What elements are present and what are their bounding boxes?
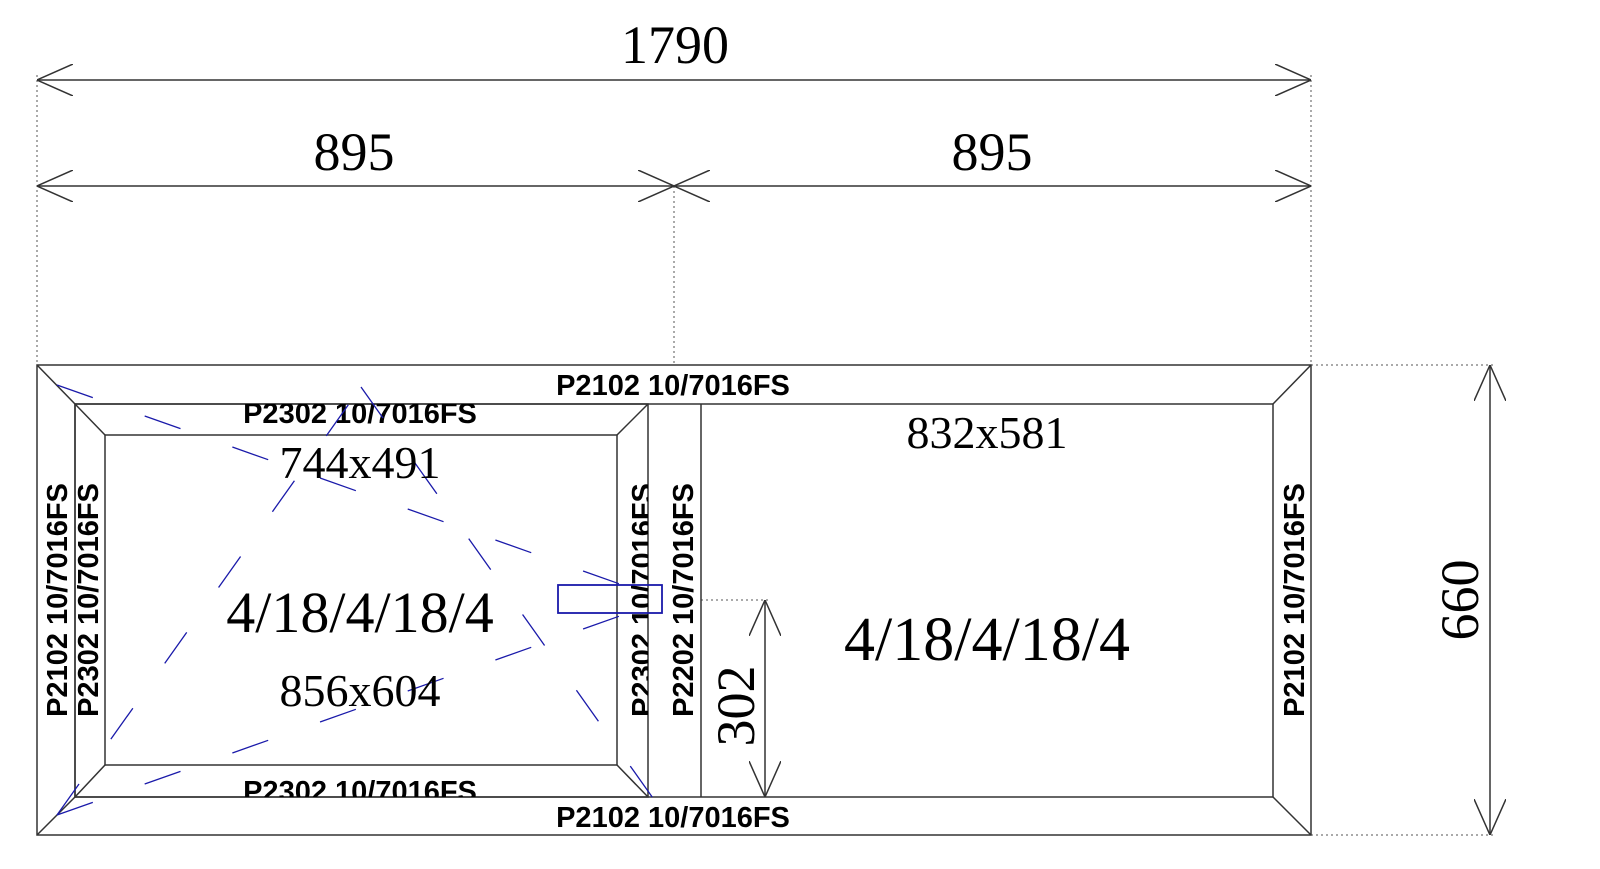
dimension-right-width: 895 bbox=[674, 122, 1311, 186]
right-glazing: 4/18/4/18/4 bbox=[844, 606, 1130, 674]
left-glazing: 4/18/4/18/4 bbox=[226, 580, 493, 645]
window-frame bbox=[36, 364, 1312, 836]
right-width-label: 895 bbox=[952, 122, 1033, 182]
dimension-left-width: 895 bbox=[37, 122, 674, 186]
opening-symbol bbox=[56, 384, 666, 816]
dimension-guides bbox=[36, 75, 1495, 836]
right-glass-size: 832x581 bbox=[907, 407, 1068, 458]
left-sash-size: 856x604 bbox=[280, 665, 441, 716]
mullion-profile: P2202 10/7016FS bbox=[668, 483, 700, 717]
left-glass-size: 744x491 bbox=[280, 437, 441, 488]
left-sash bbox=[74, 403, 649, 798]
frame-bottom-profile: P2102 10/7016FS bbox=[556, 802, 790, 834]
frame-left-profile: P2102 10/7016FS bbox=[42, 483, 74, 717]
frame-top-profile: P2102 10/7016FS bbox=[556, 370, 790, 402]
dimension-total-height: 660 bbox=[1430, 365, 1490, 835]
handle-height-label: 302 bbox=[706, 666, 766, 747]
total-height-label: 660 bbox=[1430, 560, 1490, 641]
left-width-label: 895 bbox=[314, 122, 395, 182]
frame-right-profile: P2102 10/7016FS bbox=[1279, 483, 1311, 717]
total-width-label: 1790 bbox=[621, 15, 729, 75]
sash-left-profile: P2302 10/7016FS bbox=[73, 483, 105, 717]
handle-icon bbox=[557, 584, 663, 614]
sash-right-profile: P2302 10/7016FS bbox=[627, 483, 659, 717]
dimension-handle-height: 302 bbox=[706, 600, 766, 797]
sash-bottom-profile: P2302 10/7016FS bbox=[243, 776, 477, 808]
dimension-total-width: 1790 bbox=[37, 15, 1311, 80]
sash-top-profile: P2302 10/7016FS bbox=[243, 398, 477, 430]
